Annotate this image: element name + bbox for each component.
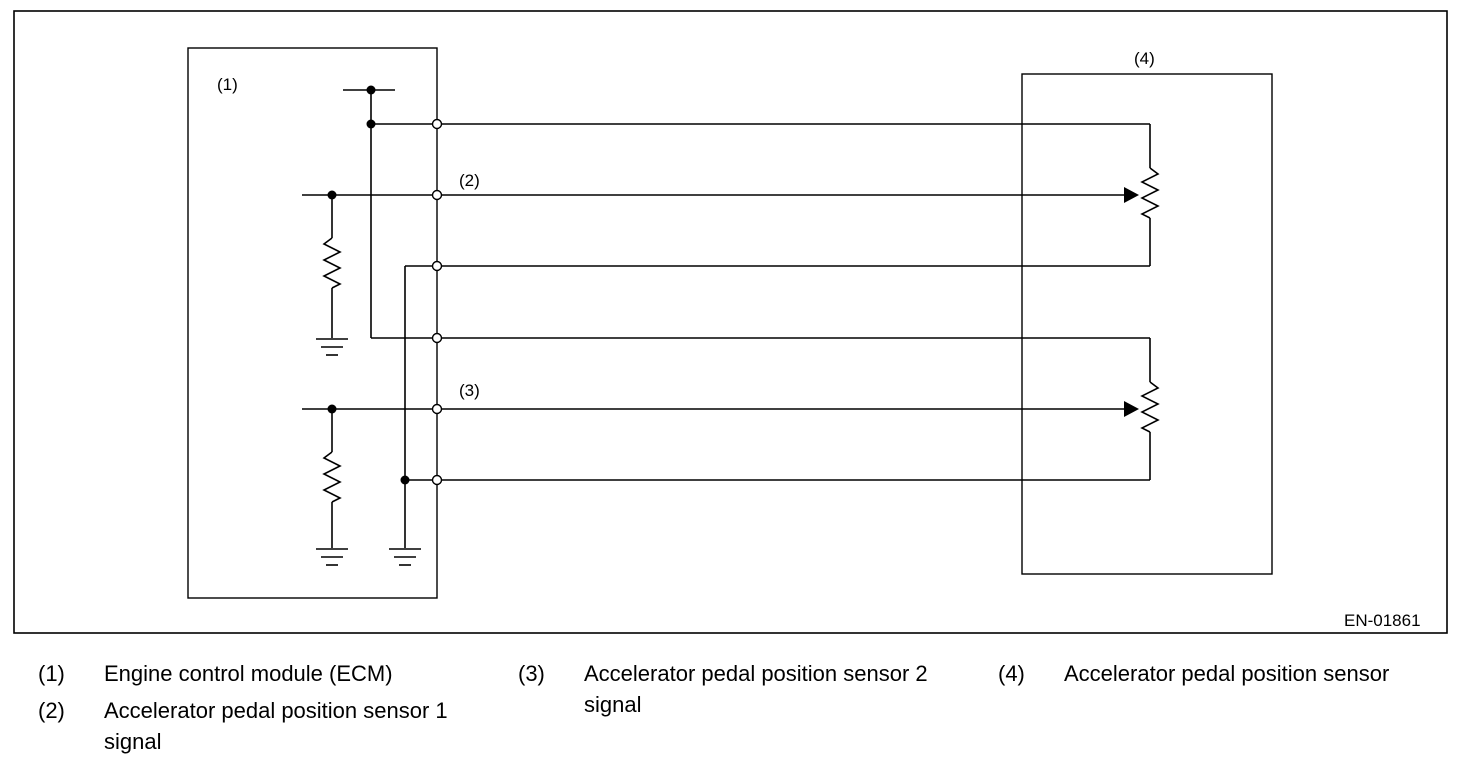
legend-number: (1) bbox=[38, 661, 65, 686]
legend-text: Accelerator pedal position sensor 2 sign… bbox=[584, 661, 928, 717]
signal2-label: (3) bbox=[459, 381, 480, 400]
wiper-arrow-2 bbox=[1124, 401, 1139, 417]
ground-symbol bbox=[316, 338, 348, 356]
legend-text: Accelerator pedal position sensor 1 sign… bbox=[104, 698, 448, 754]
legend-text: Accelerator pedal position sensor bbox=[1064, 661, 1390, 686]
ground-symbol bbox=[316, 548, 348, 566]
legend-number: (2) bbox=[38, 698, 65, 723]
sensor-label: (4) bbox=[1134, 49, 1155, 68]
wiper-arrow-1 bbox=[1124, 187, 1139, 203]
sensor-box bbox=[1021, 73, 1273, 575]
legend-item-4: (4) Accelerator pedal position sensor bbox=[998, 658, 1468, 692]
diagram-frame bbox=[13, 10, 1448, 634]
legend-item-1: (1) Engine control module (ECM) bbox=[38, 658, 498, 692]
wiring-diagram: (1) (4) bbox=[13, 10, 1448, 634]
legend-number: (4) bbox=[998, 661, 1025, 686]
legend-item-2: (2) Accelerator pedal position sensor 1 … bbox=[38, 695, 498, 761]
ecm-label: (1) bbox=[217, 75, 238, 94]
legend-number: (3) bbox=[518, 661, 545, 686]
junction-dots bbox=[327, 85, 410, 485]
legend-item-3: (3) Accelerator pedal position sensor 2 … bbox=[518, 658, 978, 724]
legend-text: Engine control module (ECM) bbox=[104, 661, 393, 686]
ground-symbol bbox=[389, 548, 421, 566]
wiring bbox=[302, 89, 1160, 548]
ecm-box bbox=[187, 47, 438, 599]
figure-id: EN-01861 bbox=[1344, 611, 1421, 630]
ecm-terminals bbox=[431, 118, 443, 486]
signal1-label: (2) bbox=[459, 171, 480, 190]
